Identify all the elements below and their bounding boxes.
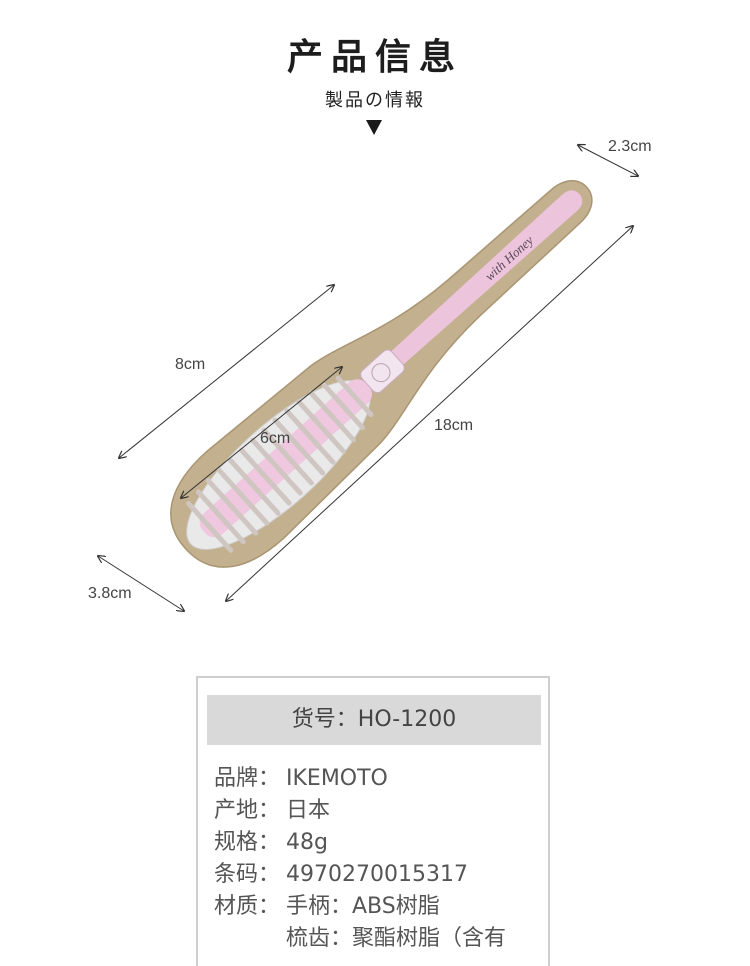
spec-row-material: 材质：手柄：ABS树脂 xyxy=(214,888,506,920)
spec-row-material-bristles: 梳齿：聚酯树脂（含有 xyxy=(214,920,506,952)
spec-value: 48g xyxy=(286,830,328,855)
dimension-head-length: 8cm xyxy=(175,356,206,373)
dimension-thickness: 2.3cm xyxy=(608,138,652,155)
dimension-length: 18cm xyxy=(434,417,474,434)
product-photo: with Honey xyxy=(0,130,750,630)
down-arrow-icon xyxy=(366,120,382,135)
spec-label: 条码： xyxy=(214,862,281,887)
product-info-box: 货号：HO-1200 品牌：IKEMOTO 产地：日本 规格：48g 条码：49… xyxy=(196,676,550,966)
sku-header: 货号：HO-1200 xyxy=(207,695,541,745)
spec-label: 规格： xyxy=(214,830,281,855)
spec-row-brand: 品牌：IKEMOTO xyxy=(214,760,506,792)
spec-value: IKEMOTO xyxy=(286,766,388,791)
spec-row-origin: 产地：日本 xyxy=(214,792,506,824)
page-subtitle: 製品の情報 xyxy=(325,90,425,111)
spec-value: 手柄：ABS树脂 xyxy=(286,894,440,919)
spec-value: 梳齿：聚酯树脂（含有 xyxy=(286,926,507,951)
spec-list: 品牌：IKEMOTO 产地：日本 规格：48g 条码：4970270015317… xyxy=(214,760,506,952)
spec-value: 日本 xyxy=(286,798,331,823)
spec-label: 品牌： xyxy=(214,766,281,791)
spec-label: 材质： xyxy=(214,894,281,919)
dimension-inner-length: 6cm xyxy=(260,430,291,447)
spec-row-barcode: 条码：4970270015317 xyxy=(214,856,506,888)
spec-row-weight: 规格：48g xyxy=(214,824,506,856)
spec-label: 产地： xyxy=(214,798,281,823)
page-title: 产品信息 xyxy=(286,37,463,78)
spec-value: 4970270015317 xyxy=(286,862,468,887)
dimension-head-width: 3.8cm xyxy=(88,585,132,602)
hairbrush: with Honey xyxy=(170,180,593,568)
